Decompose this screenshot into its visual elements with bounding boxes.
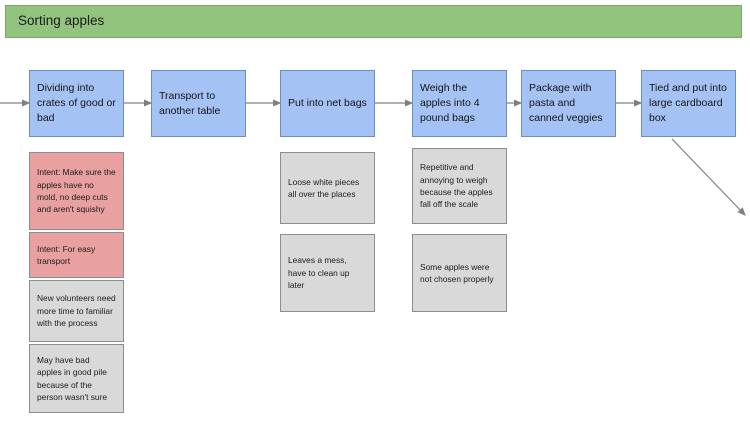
painpoint-note-3[interactable]: New volunteers need more time to familia… [29,280,124,342]
note-label: May have bad apples in good pile because… [37,354,108,402]
diagram-title-banner: Sorting apples [5,5,742,38]
process-step-label: Weigh the apples into 4 pound bags [420,82,480,124]
note-label: Loose white pieces all over the places [288,176,360,199]
process-step-5[interactable]: Package with pasta and canned veggies [521,70,616,137]
painpoint-note-6[interactable]: Leaves a mess, have to clean up later [280,234,375,312]
process-step-2[interactable]: Transport to another table [151,70,246,137]
note-label: New volunteers need more time to familia… [37,293,116,329]
process-step-4[interactable]: Weigh the apples into 4 pound bags [412,70,507,137]
note-label: Repetitive and annoying to weigh because… [420,162,493,210]
process-step-label: Put into net bags [288,97,367,110]
painpoint-note-5[interactable]: Loose white pieces all over the places [280,152,375,224]
intent-note-2[interactable]: Intent: For easy transport [29,232,124,278]
page-title: Sorting apples [18,13,105,29]
note-label: Some apples were not chosen properly [420,261,494,284]
process-step-label: Dividing into crates of good or bad [37,82,116,124]
painpoint-note-8[interactable]: Some apples were not chosen properly [412,234,507,312]
painpoint-note-7[interactable]: Repetitive and annoying to weigh because… [412,148,507,224]
intent-note-1[interactable]: Intent: Make sure the apples have no mol… [29,152,124,230]
process-step-6[interactable]: Tied and put into large cardboard box [641,70,736,137]
painpoint-note-4[interactable]: May have bad apples in good pile because… [29,344,124,413]
process-step-1[interactable]: Dividing into crates of good or bad [29,70,124,137]
process-step-label: Package with pasta and canned veggies [529,82,603,124]
note-label: Leaves a mess, have to clean up later [288,255,350,291]
note-label: Intent: For easy transport [37,243,96,266]
process-step-label: Tied and put into large cardboard box [649,82,727,124]
arrow-step6-outbound [671,138,746,216]
process-step-label: Transport to another table [159,89,221,117]
process-step-3[interactable]: Put into net bags [280,70,375,137]
note-label: Intent: Make sure the apples have no mol… [37,167,116,215]
